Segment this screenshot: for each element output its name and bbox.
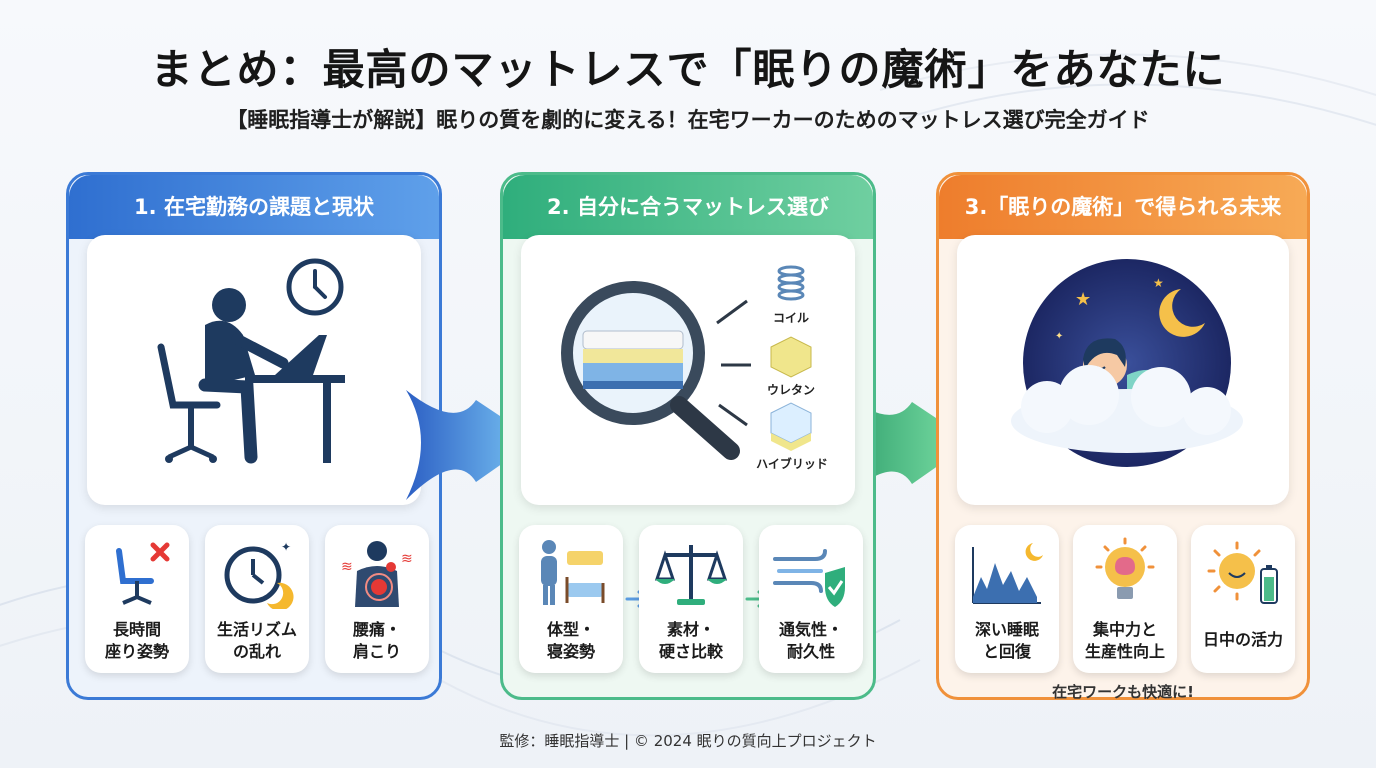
card-vitality: 日中の活力 bbox=[1191, 525, 1295, 673]
svg-text:✦: ✦ bbox=[281, 540, 291, 554]
card-breathability: 通気性・ 耐久性 bbox=[759, 525, 863, 673]
card-focus: 集中力と 生産性向上 bbox=[1073, 525, 1177, 673]
card-label: 深い睡眠 と回復 bbox=[974, 620, 1039, 661]
card-label: 素材・ 硬さ比較 bbox=[658, 620, 723, 661]
footer-credit: 監修：睡眠指導士 | © 2024 眠りの質向上プロジェクト bbox=[499, 732, 877, 750]
panel-future: 3.「眠りの魔術」で得られる未来 ★ ★ ✦ bbox=[936, 172, 1310, 701]
lightbulb-brain-icon bbox=[1095, 537, 1155, 599]
page-subtitle: 【睡眠指導士が解説】眠りの質を劇的に変える！在宅ワーカーのためのマットレス選び完… bbox=[226, 108, 1150, 132]
sleeping-on-cloud-icon: ★ ★ ✦ bbox=[1011, 259, 1243, 467]
sun-battery-icon bbox=[1207, 541, 1278, 604]
card-deep-sleep: 深い睡眠 と回復 bbox=[955, 525, 1059, 673]
magnifier-mattress-icon bbox=[561, 265, 812, 460]
card-label: 体型・ 寝姿勢 bbox=[546, 620, 595, 661]
type-label: コイル bbox=[772, 311, 809, 325]
card-label: 集中力と 生産性向上 bbox=[1084, 620, 1165, 661]
panel-heading: 1. 在宅勤務の課題と現状 bbox=[69, 175, 439, 239]
card-back-pain: ≋ ≋ 腰痛・ 肩こり bbox=[325, 525, 429, 673]
svg-text:★: ★ bbox=[1153, 276, 1164, 290]
svg-text:✦: ✦ bbox=[1055, 331, 1063, 342]
body-bed-icon bbox=[541, 540, 605, 605]
back-pain-icon: ≋ ≋ bbox=[341, 541, 413, 607]
panel-note: 在宅ワークも快適に! bbox=[1052, 683, 1194, 701]
card-label: 長時間 座り姿勢 bbox=[104, 620, 169, 661]
svg-text:≋: ≋ bbox=[341, 559, 353, 575]
person-at-desk-with-clock-icon bbox=[157, 258, 345, 464]
panel-heading: 2. 自分に合うマットレス選び bbox=[503, 175, 873, 239]
card-long-sitting: 長時間 座り姿勢 bbox=[85, 525, 189, 673]
hero-illustration: コイル ウレタン ハイブリッド bbox=[521, 235, 855, 505]
card-label: 腰痛・ 肩こり bbox=[352, 620, 401, 661]
panel-heading: 3.「眠りの魔術」で得られる未来 bbox=[939, 175, 1307, 239]
card-label: 日中の活力 bbox=[1202, 630, 1283, 649]
wind-shield-icon bbox=[773, 549, 845, 607]
card-rhythm: ✦ 生活リズム の乱れ bbox=[205, 525, 309, 673]
hero-illustration: ★ ★ ✦ bbox=[957, 235, 1289, 505]
card-label: 通気性・ 耐久性 bbox=[778, 620, 843, 661]
svg-text:★: ★ bbox=[1075, 289, 1091, 310]
card-material: 素材・ 硬さ比較 bbox=[639, 525, 743, 673]
clock-moon-icon: ✦ bbox=[224, 540, 294, 609]
svg-text:≋: ≋ bbox=[401, 551, 413, 567]
chair-cross-icon bbox=[116, 542, 170, 605]
page-title: まとめ：最高のマットレスで「眠りの魔術」をあなたに bbox=[150, 45, 1226, 94]
type-label: ハイブリッド bbox=[756, 457, 828, 471]
scale-icon bbox=[654, 545, 728, 605]
card-body-type: 体型・ 寝姿勢 bbox=[519, 525, 623, 673]
panel-challenges: 1. 在宅勤務の課題と現状 長時間 座り姿勢 bbox=[66, 172, 442, 700]
hero-illustration bbox=[87, 235, 421, 505]
sleep-chart-icon bbox=[972, 543, 1043, 604]
panel-choosing-mattress: 2. 自分に合うマットレス選び コイル ウレタン ハイブリッド bbox=[500, 172, 876, 700]
card-label: 生活リズム の乱れ bbox=[216, 620, 297, 661]
arrow-right-blue-icon bbox=[406, 390, 536, 500]
type-label: ウレタン bbox=[766, 383, 815, 397]
